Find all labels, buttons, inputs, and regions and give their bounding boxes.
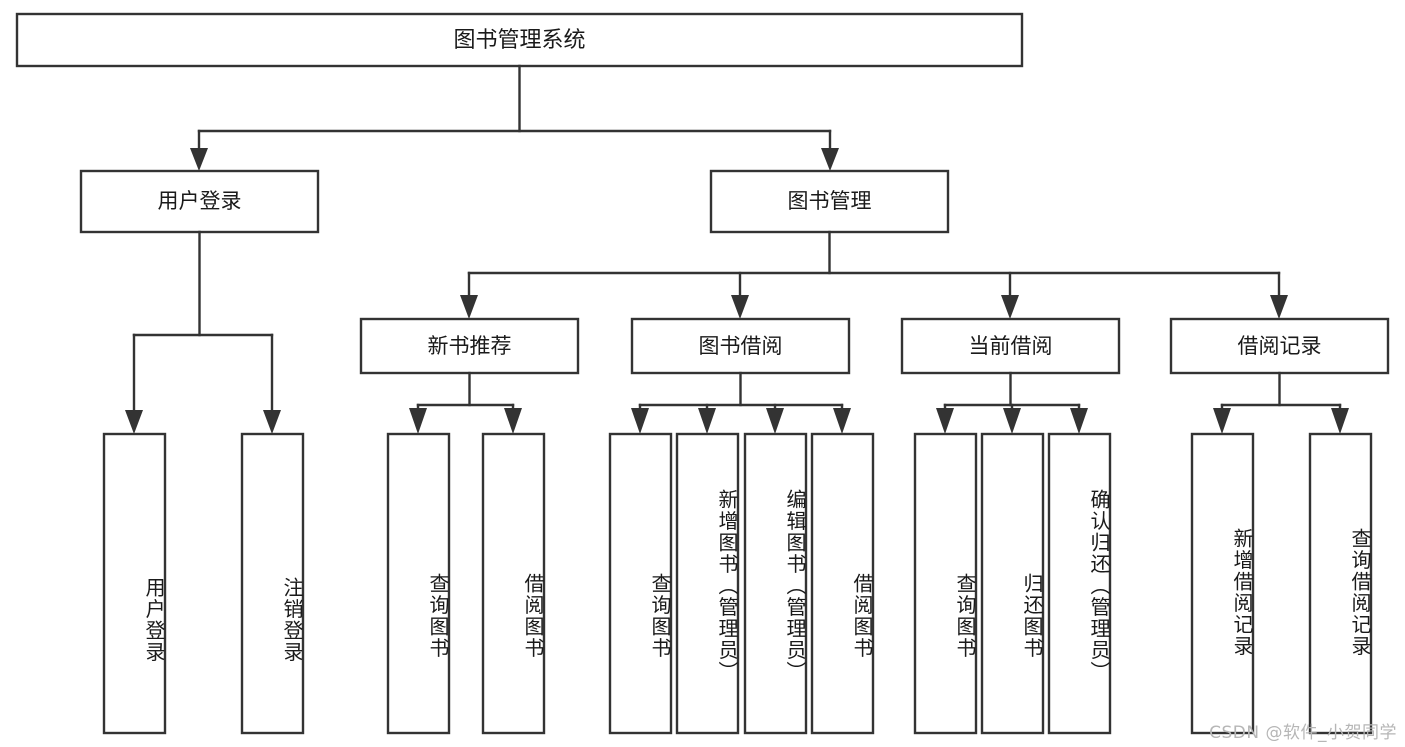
leaf-box-borrow-book-2[interactable] xyxy=(810,432,875,735)
arrow-head-query-book-1 xyxy=(409,408,427,434)
arrow-head-confirm-return xyxy=(1070,408,1088,434)
arrow-head-user-login xyxy=(190,148,208,171)
arrow-head-book-manage xyxy=(821,148,839,171)
arrow-head-borrow-book-2 xyxy=(833,408,851,434)
node-root[interactable]: 图书管理系统 xyxy=(15,12,1024,68)
node-user-login[interactable]: 用户登录 xyxy=(79,169,320,234)
arrow-head-query-book-3 xyxy=(936,408,954,434)
leaf-box-user-login[interactable] xyxy=(102,432,167,735)
root-box[interactable] xyxy=(15,12,1024,68)
leaf-box-query-book-2[interactable] xyxy=(608,432,673,735)
book-borrow-box[interactable] xyxy=(630,317,851,375)
arrow-head-borrow-book-1 xyxy=(504,408,522,434)
arrow-head-leaf-user-login xyxy=(125,410,143,434)
leaf-box-add-record[interactable] xyxy=(1190,432,1255,735)
leaf-box-return-book[interactable] xyxy=(980,432,1045,735)
new-book-recommend-label: 新书推荐 xyxy=(428,334,512,358)
book-manage-box[interactable] xyxy=(709,169,950,234)
current-borrow-label: 当前借阅 xyxy=(969,334,1053,358)
arrow-head-edit-book xyxy=(766,408,784,434)
leaf-box-query-record[interactable] xyxy=(1308,432,1373,735)
user-login-label: 用户登录 xyxy=(158,189,242,213)
leaf-box-add-book[interactable] xyxy=(675,432,740,735)
node-borrow-record[interactable]: 借阅记录 xyxy=(1169,317,1390,375)
current-borrow-box[interactable] xyxy=(900,317,1121,375)
leaf-box-query-book-1[interactable] xyxy=(386,432,451,735)
arrow-head-leaf-logout xyxy=(263,410,281,434)
csdn-watermark: CSDN @软件_小贺同学 xyxy=(1209,723,1397,743)
arrow-head-current-borrow xyxy=(1001,295,1019,319)
arrow-head-return-book xyxy=(1003,408,1021,434)
new-book-recommend-box[interactable] xyxy=(359,317,580,375)
arrow-head-query-record xyxy=(1331,408,1349,434)
leaf-box-confirm-return[interactable] xyxy=(1047,432,1112,735)
node-book-manage[interactable]: 图书管理 xyxy=(709,169,950,234)
arrow-head-book-borrow xyxy=(731,295,749,319)
node-current-borrow[interactable]: 当前借阅 xyxy=(900,317,1121,375)
node-new-book-recommend[interactable]: 新书推荐 xyxy=(359,317,580,375)
leaf-box-query-book-3[interactable] xyxy=(913,432,978,735)
root-label: 图书管理系统 xyxy=(453,28,585,53)
node-book-borrow[interactable]: 图书借阅 xyxy=(630,317,851,375)
leaf-box-edit-book[interactable] xyxy=(743,432,808,735)
arrow-head-borrow-record xyxy=(1270,295,1288,319)
leaf-box-logout-login[interactable] xyxy=(240,432,305,735)
borrow-record-box[interactable] xyxy=(1169,317,1390,375)
arrow-head-add-record xyxy=(1213,408,1231,434)
leaf-box-borrow-book-1[interactable] xyxy=(481,432,546,735)
book-borrow-label: 图书借阅 xyxy=(699,334,783,358)
arrow-head-new-book xyxy=(460,295,478,319)
borrow-record-label: 借阅记录 xyxy=(1238,334,1322,358)
book-manage-label: 图书管理 xyxy=(788,189,872,213)
arrow-head-add-book xyxy=(698,408,716,434)
arrow-head-query-book-2 xyxy=(631,408,649,434)
